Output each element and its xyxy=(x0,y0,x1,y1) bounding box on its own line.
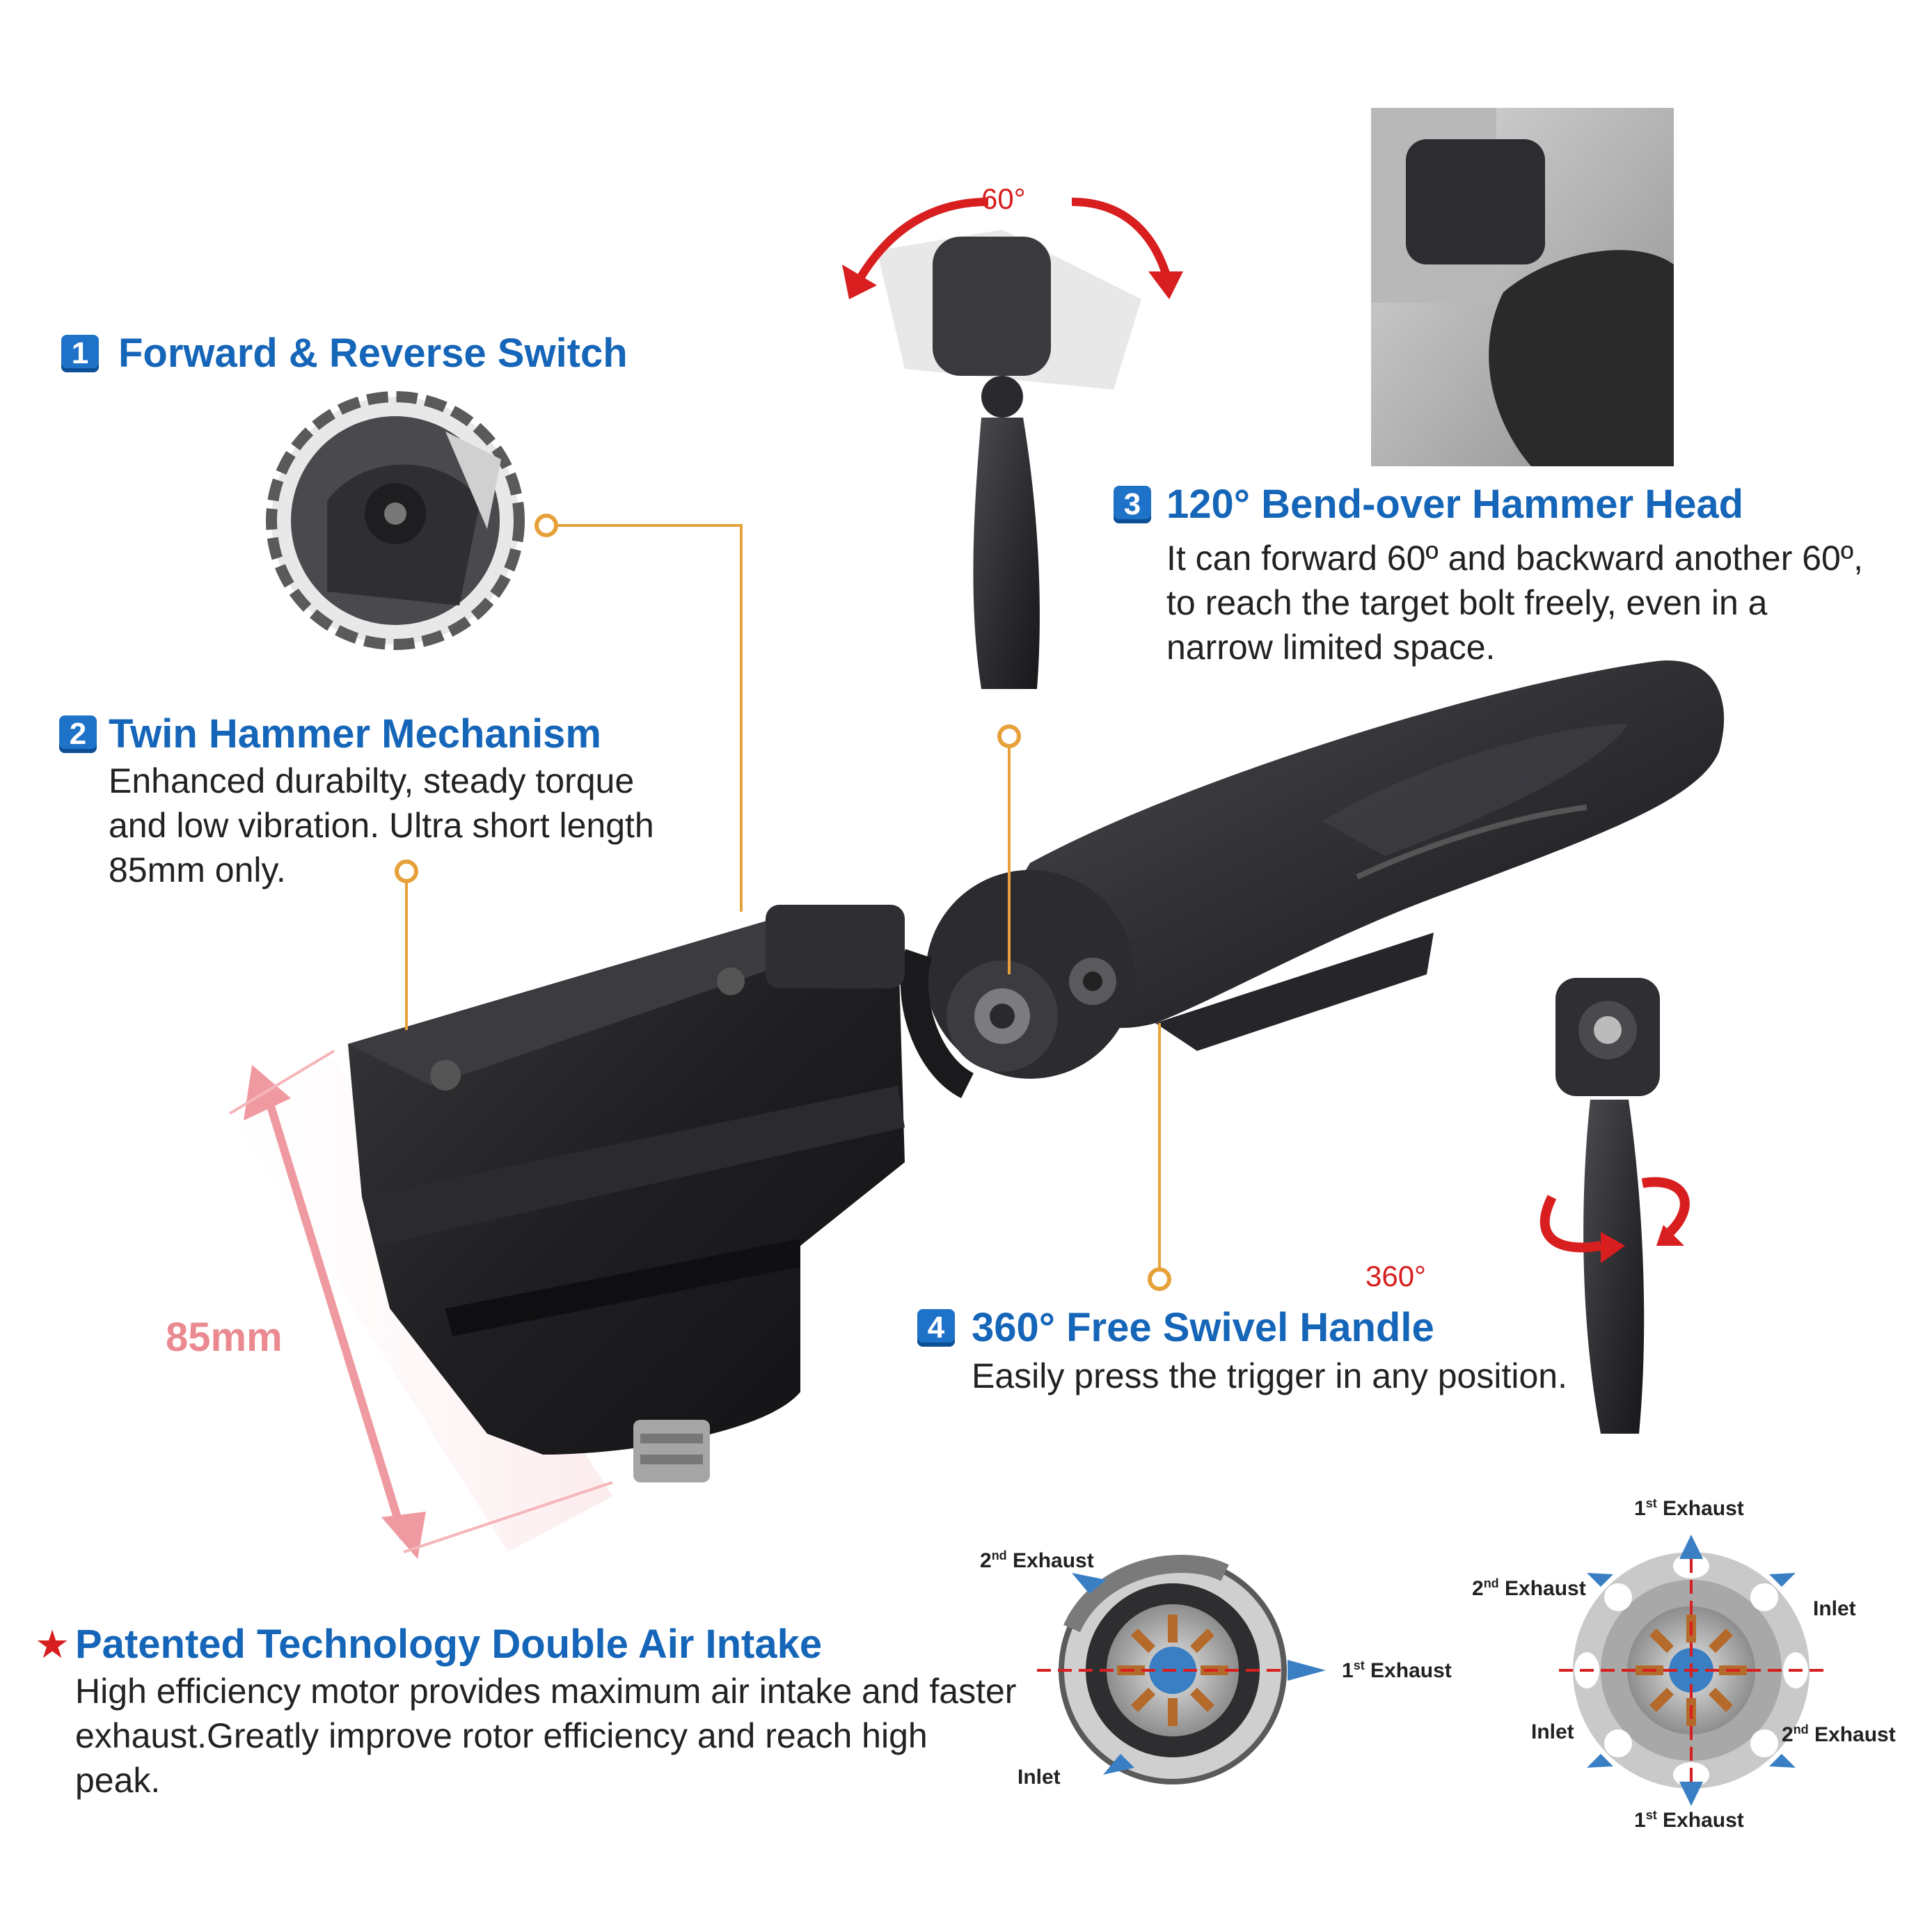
feature-3-description: It can forward 60º and backward another … xyxy=(1166,536,1904,670)
callout-leaders xyxy=(405,524,1161,1279)
feature-5-title: Patented Technology Double Air Intake xyxy=(75,1622,823,1667)
switch-closeup xyxy=(266,391,525,650)
feature-3-line: narrow limited space. xyxy=(1166,628,1496,667)
feature-1-title: Forward & Reverse Switch xyxy=(118,331,628,376)
right-exhaust-2-left-label: 2nd Exhaust xyxy=(1472,1576,1586,1600)
swivel-handle-thumbnail xyxy=(1539,978,1690,1434)
feature-2-description: Enhanced durabilty, steady torque and lo… xyxy=(109,759,679,892)
feature-1-badge: 1 xyxy=(61,335,99,372)
feature-2-line: 85mm only. xyxy=(109,850,286,889)
head-angle-label: 60° xyxy=(981,182,1026,215)
handle-angle-label: 360° xyxy=(1365,1260,1426,1292)
feature-2-line: Enhanced durabilty, steady torque xyxy=(109,761,635,800)
left-exhaust-2-label: 2nd Exhaust xyxy=(980,1549,1094,1572)
feature-4-title: 360° Free Swivel Handle xyxy=(972,1305,1434,1350)
right-exhaust-1-top-label: 1st Exhaust xyxy=(1634,1496,1744,1520)
air-diagram-right xyxy=(1559,1535,1823,1806)
bend-over-thumbnail xyxy=(842,198,1183,689)
left-inlet-label: Inlet xyxy=(1018,1766,1061,1789)
right-exhaust-1-bottom-label: 1st Exhaust xyxy=(1634,1808,1744,1832)
star-icon: ★ xyxy=(35,1622,70,1666)
feature-5-description: High efficiency motor provides maximum a… xyxy=(75,1669,1022,1803)
feature-5-line: exhaust.Greatly improve rotor efficiency… xyxy=(75,1716,928,1800)
feature-5-line: High efficiency motor provides maximum a… xyxy=(75,1672,1017,1711)
feature-3-line: to reach the target bolt freely, even in… xyxy=(1166,583,1768,622)
right-inlet-left-label: Inlet xyxy=(1531,1720,1574,1743)
right-inlet-right-label: Inlet xyxy=(1813,1597,1856,1620)
left-exhaust-1-label: 1st Exhaust xyxy=(1342,1658,1452,1682)
feature-4-description: Easily press the trigger in any position… xyxy=(972,1354,1598,1398)
feature-3-title: 120° Bend-over Hammer Head xyxy=(1166,482,1744,527)
right-exhaust-2-right-label: 2nd Exhaust xyxy=(1782,1723,1896,1746)
air-diagram-left xyxy=(1037,1555,1326,1784)
impact-wrench-illustration xyxy=(348,660,1725,1482)
feature-3-line: It can forward 60º and backward another … xyxy=(1166,539,1864,578)
callout-dots xyxy=(395,514,1171,1291)
feature-2-line: and low vibration. Ultra short length xyxy=(109,806,654,845)
feature-3-badge: 3 xyxy=(1114,486,1151,523)
feature-4-line: Easily press the trigger in any position… xyxy=(972,1356,1567,1395)
feature-4-badge: 4 xyxy=(917,1309,955,1347)
usage-photo xyxy=(1371,108,1674,466)
feature-2-title: Twin Hammer Mechanism xyxy=(109,711,602,757)
dimension-label: 85mm xyxy=(166,1315,283,1360)
feature-2-badge: 2 xyxy=(59,715,97,753)
